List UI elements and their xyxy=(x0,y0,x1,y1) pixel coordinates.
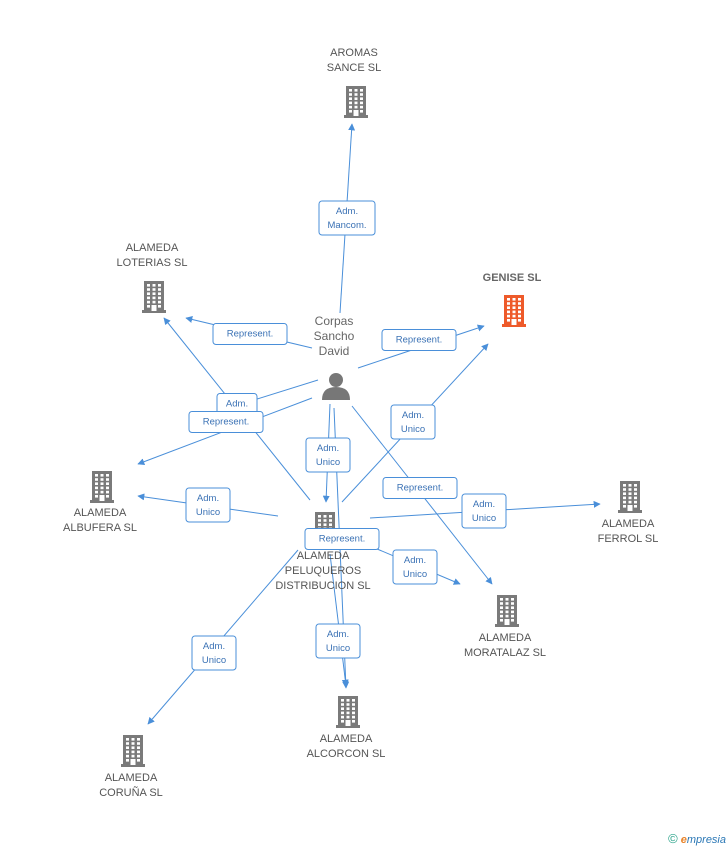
edge-label-box xyxy=(315,623,361,659)
copyright-mark: © xyxy=(668,831,678,846)
node-label: FERROL SL xyxy=(598,533,659,545)
edge-label-box xyxy=(185,487,231,523)
node-aromas[interactable]: AROMAS SANCE SL xyxy=(327,47,381,118)
edge-label-text: Represent. xyxy=(227,329,273,340)
edge-peluqueros-alcorcon xyxy=(329,553,349,687)
edge-label-text: Adm. xyxy=(404,555,426,566)
edge-label-text: Adm. xyxy=(203,641,225,652)
edge-label-box xyxy=(305,437,351,473)
node-label: ALCORCON SL xyxy=(307,748,386,760)
node-label: ALAMEDA xyxy=(126,242,179,254)
building-icon xyxy=(502,295,526,327)
node-label: David xyxy=(319,344,350,358)
node-label: ALBUFERA SL xyxy=(63,522,137,534)
edge-label-text: Represent. xyxy=(203,417,249,428)
node-label: AROMAS xyxy=(330,47,378,59)
building-icon xyxy=(618,481,642,513)
node-label: Sancho xyxy=(314,329,355,343)
edge-label-text: Adm. xyxy=(473,499,495,510)
edge-label-corpas-peluqueros[interactable]: Adm. Unico xyxy=(305,437,351,473)
node-label: LOTERIAS SL xyxy=(117,257,188,269)
footer-brand[interactable]: © empresia xyxy=(668,831,726,846)
node-peluqueros[interactable]: ALAMEDA PELUQUEROS DISTRIBUCION SL xyxy=(275,512,371,592)
edge-label-box xyxy=(191,635,237,671)
edge-label-text: Adm. xyxy=(327,629,349,640)
node-label: ALAMEDA xyxy=(602,518,655,530)
edge-label-corpas-albufera[interactable]: Represent. xyxy=(188,411,264,433)
edge-label-box xyxy=(318,200,376,236)
edge-label-box xyxy=(381,329,457,351)
node-label: CORUÑA SL xyxy=(99,786,163,799)
node-ferrol[interactable]: ALAMEDA FERROL SL xyxy=(598,481,659,545)
node-label: ALAMEDA xyxy=(320,733,373,745)
node-label: ALAMEDA xyxy=(479,632,532,644)
edge-label-text: Adm. xyxy=(402,410,424,421)
edge-label-corpas-genise[interactable]: Represent. xyxy=(381,329,457,351)
edge-label-box xyxy=(382,477,458,499)
node-loterias[interactable]: ALAMEDA LOTERIAS SL xyxy=(117,242,188,313)
edge-label-box xyxy=(212,323,288,345)
node-label: Corpas xyxy=(315,314,354,328)
building-icon xyxy=(142,281,166,313)
edge-label-box xyxy=(188,411,264,433)
edge-label-peluqueros-genise[interactable]: Adm. Unico xyxy=(390,404,436,440)
edge-label-box xyxy=(392,549,438,585)
edge-label-text: Adm. xyxy=(197,493,219,504)
edge-label-corpas-alcorcon[interactable]: Represent. xyxy=(304,528,380,550)
node-label: DISTRIBUCION SL xyxy=(275,580,370,592)
node-label: ALAMEDA xyxy=(105,772,158,784)
edge-label-text: Unico xyxy=(326,643,350,654)
edge-label-text: Represent. xyxy=(396,335,442,346)
edge-label-text: Adm. xyxy=(226,399,248,410)
building-icon xyxy=(121,735,145,767)
edge-label-text: Adm. xyxy=(317,443,339,454)
edge-label-peluqueros-ferrol[interactable]: Adm. Unico xyxy=(461,493,507,529)
node-coruna[interactable]: ALAMEDA CORUÑA SL xyxy=(99,735,163,799)
edge-label-text: Represent. xyxy=(397,483,443,494)
node-alcorcon[interactable]: ALAMEDA ALCORCON SL xyxy=(307,696,386,760)
edge-label-text: Unico xyxy=(202,655,226,666)
node-label: MORATALAZ SL xyxy=(464,647,546,659)
node-label: ALAMEDA xyxy=(74,507,127,519)
building-icon xyxy=(495,595,519,627)
node-label: ALAMEDA xyxy=(297,550,350,562)
node-label: PELUQUEROS xyxy=(285,565,361,577)
edge-label-peluqueros-albufera[interactable]: Adm. Unico xyxy=(185,487,231,523)
edge-label-box xyxy=(461,493,507,529)
edge-label-corpas-moratalaz[interactable]: Represent. xyxy=(382,477,458,499)
edge-label-text: Unico xyxy=(401,424,425,435)
edge-labels-layer: Adm. Mancom. Represent. Represent. Adm. Repre… xyxy=(185,200,507,671)
edge-label-text: Unico xyxy=(316,457,340,468)
edge-label-peluqueros-moratalaz[interactable]: Adm. Unico xyxy=(392,549,438,585)
building-icon xyxy=(336,696,360,728)
node-label: SANCE SL xyxy=(327,62,381,74)
edge-label-text: Unico xyxy=(472,513,496,524)
node-moratalaz[interactable]: ALAMEDA MORATALAZ SL xyxy=(464,595,546,659)
edge-label-box xyxy=(304,528,380,550)
edge-label-peluqueros-coruna[interactable]: Adm. Unico xyxy=(191,635,237,671)
brand-logo-initial: e xyxy=(680,834,687,846)
edge-label-peluqueros-alcorcon[interactable]: Adm. Unico xyxy=(315,623,361,659)
edge-label-text: Represent. xyxy=(319,534,365,545)
person-icon xyxy=(322,373,350,400)
edge-label-corpas-aromas[interactable]: Adm. Mancom. xyxy=(318,200,376,236)
edge-label-text: Unico xyxy=(196,507,220,518)
brand-logo-name: mpresia xyxy=(686,834,726,846)
edge-label-corpas-loterias[interactable]: Represent. xyxy=(212,323,288,345)
edge-label-text: Adm. xyxy=(336,206,358,217)
node-label: GENISE SL xyxy=(483,272,542,284)
edge-label-box xyxy=(390,404,436,440)
edge-label-text: Unico xyxy=(403,569,427,580)
node-genise[interactable]: GENISE SL xyxy=(483,272,542,327)
node-albufera[interactable]: ALAMEDA ALBUFERA SL xyxy=(63,471,137,534)
building-icon xyxy=(344,86,368,118)
building-icon xyxy=(90,471,114,503)
edge-label-text: Mancom. xyxy=(327,220,366,231)
